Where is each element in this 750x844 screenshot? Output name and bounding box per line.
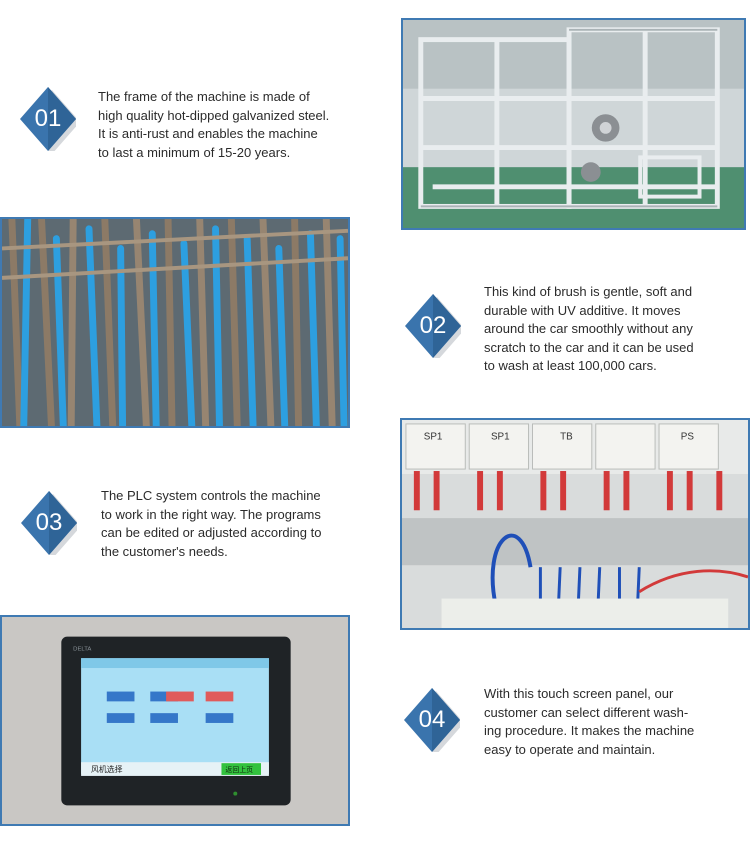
feature-description-01: The frame of the machine is made of high… — [98, 89, 330, 160]
hexagon-badge-icon — [404, 688, 460, 752]
touch-screen-photo: DELTA 风机选择 返回上页 — [0, 615, 350, 826]
plc-label: TB — [560, 432, 573, 443]
number-badge-03: 03 — [21, 491, 77, 555]
hexagon-badge-icon — [405, 294, 461, 358]
badge-number: 01 — [34, 105, 62, 132]
feature-description-04: With this touch screen panel, our custom… — [484, 686, 695, 757]
plc-cabinet-photo: SP1 SP1 TB PS — [400, 418, 750, 630]
number-badge-02: 02 — [405, 294, 461, 358]
badge-number: 02 — [419, 312, 447, 339]
number-badge-04: 04 — [404, 688, 460, 752]
number-badge-01: 01 — [20, 87, 76, 151]
plc-label: SP1 — [424, 432, 443, 443]
feature-description-02: This kind of brush is gentle, soft and d… — [484, 284, 694, 373]
hmi-status-text: 风机选择 — [91, 764, 123, 774]
hexagon-badge-icon — [20, 87, 76, 151]
hmi-return-button-label: 返回上页 — [225, 765, 253, 774]
badge-number: 04 — [418, 706, 446, 733]
hexagon-badge-icon — [21, 491, 77, 555]
brush-bristles-photo — [0, 217, 350, 428]
feature-description-03: The PLC system controls the machine to w… — [101, 488, 322, 559]
badge-number: 03 — [35, 509, 63, 536]
plc-label: SP1 — [491, 432, 510, 443]
plc-label: PS — [681, 432, 695, 443]
steel-frame-photo — [401, 18, 746, 230]
hmi-brand-label: DELTA — [73, 646, 91, 652]
